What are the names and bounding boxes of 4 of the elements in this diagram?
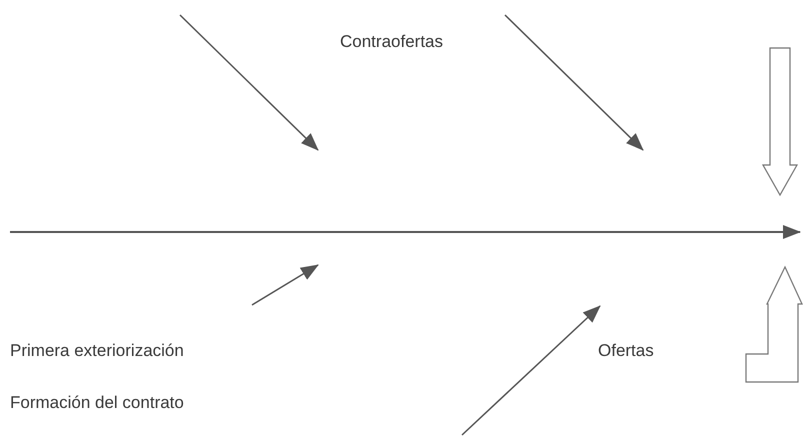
label-text: Ofertas [598,341,654,361]
label-text: Primera exteriorización [10,341,184,361]
label-text: Contraofertas [340,32,443,52]
label-text: Formación del contrato [10,393,184,413]
